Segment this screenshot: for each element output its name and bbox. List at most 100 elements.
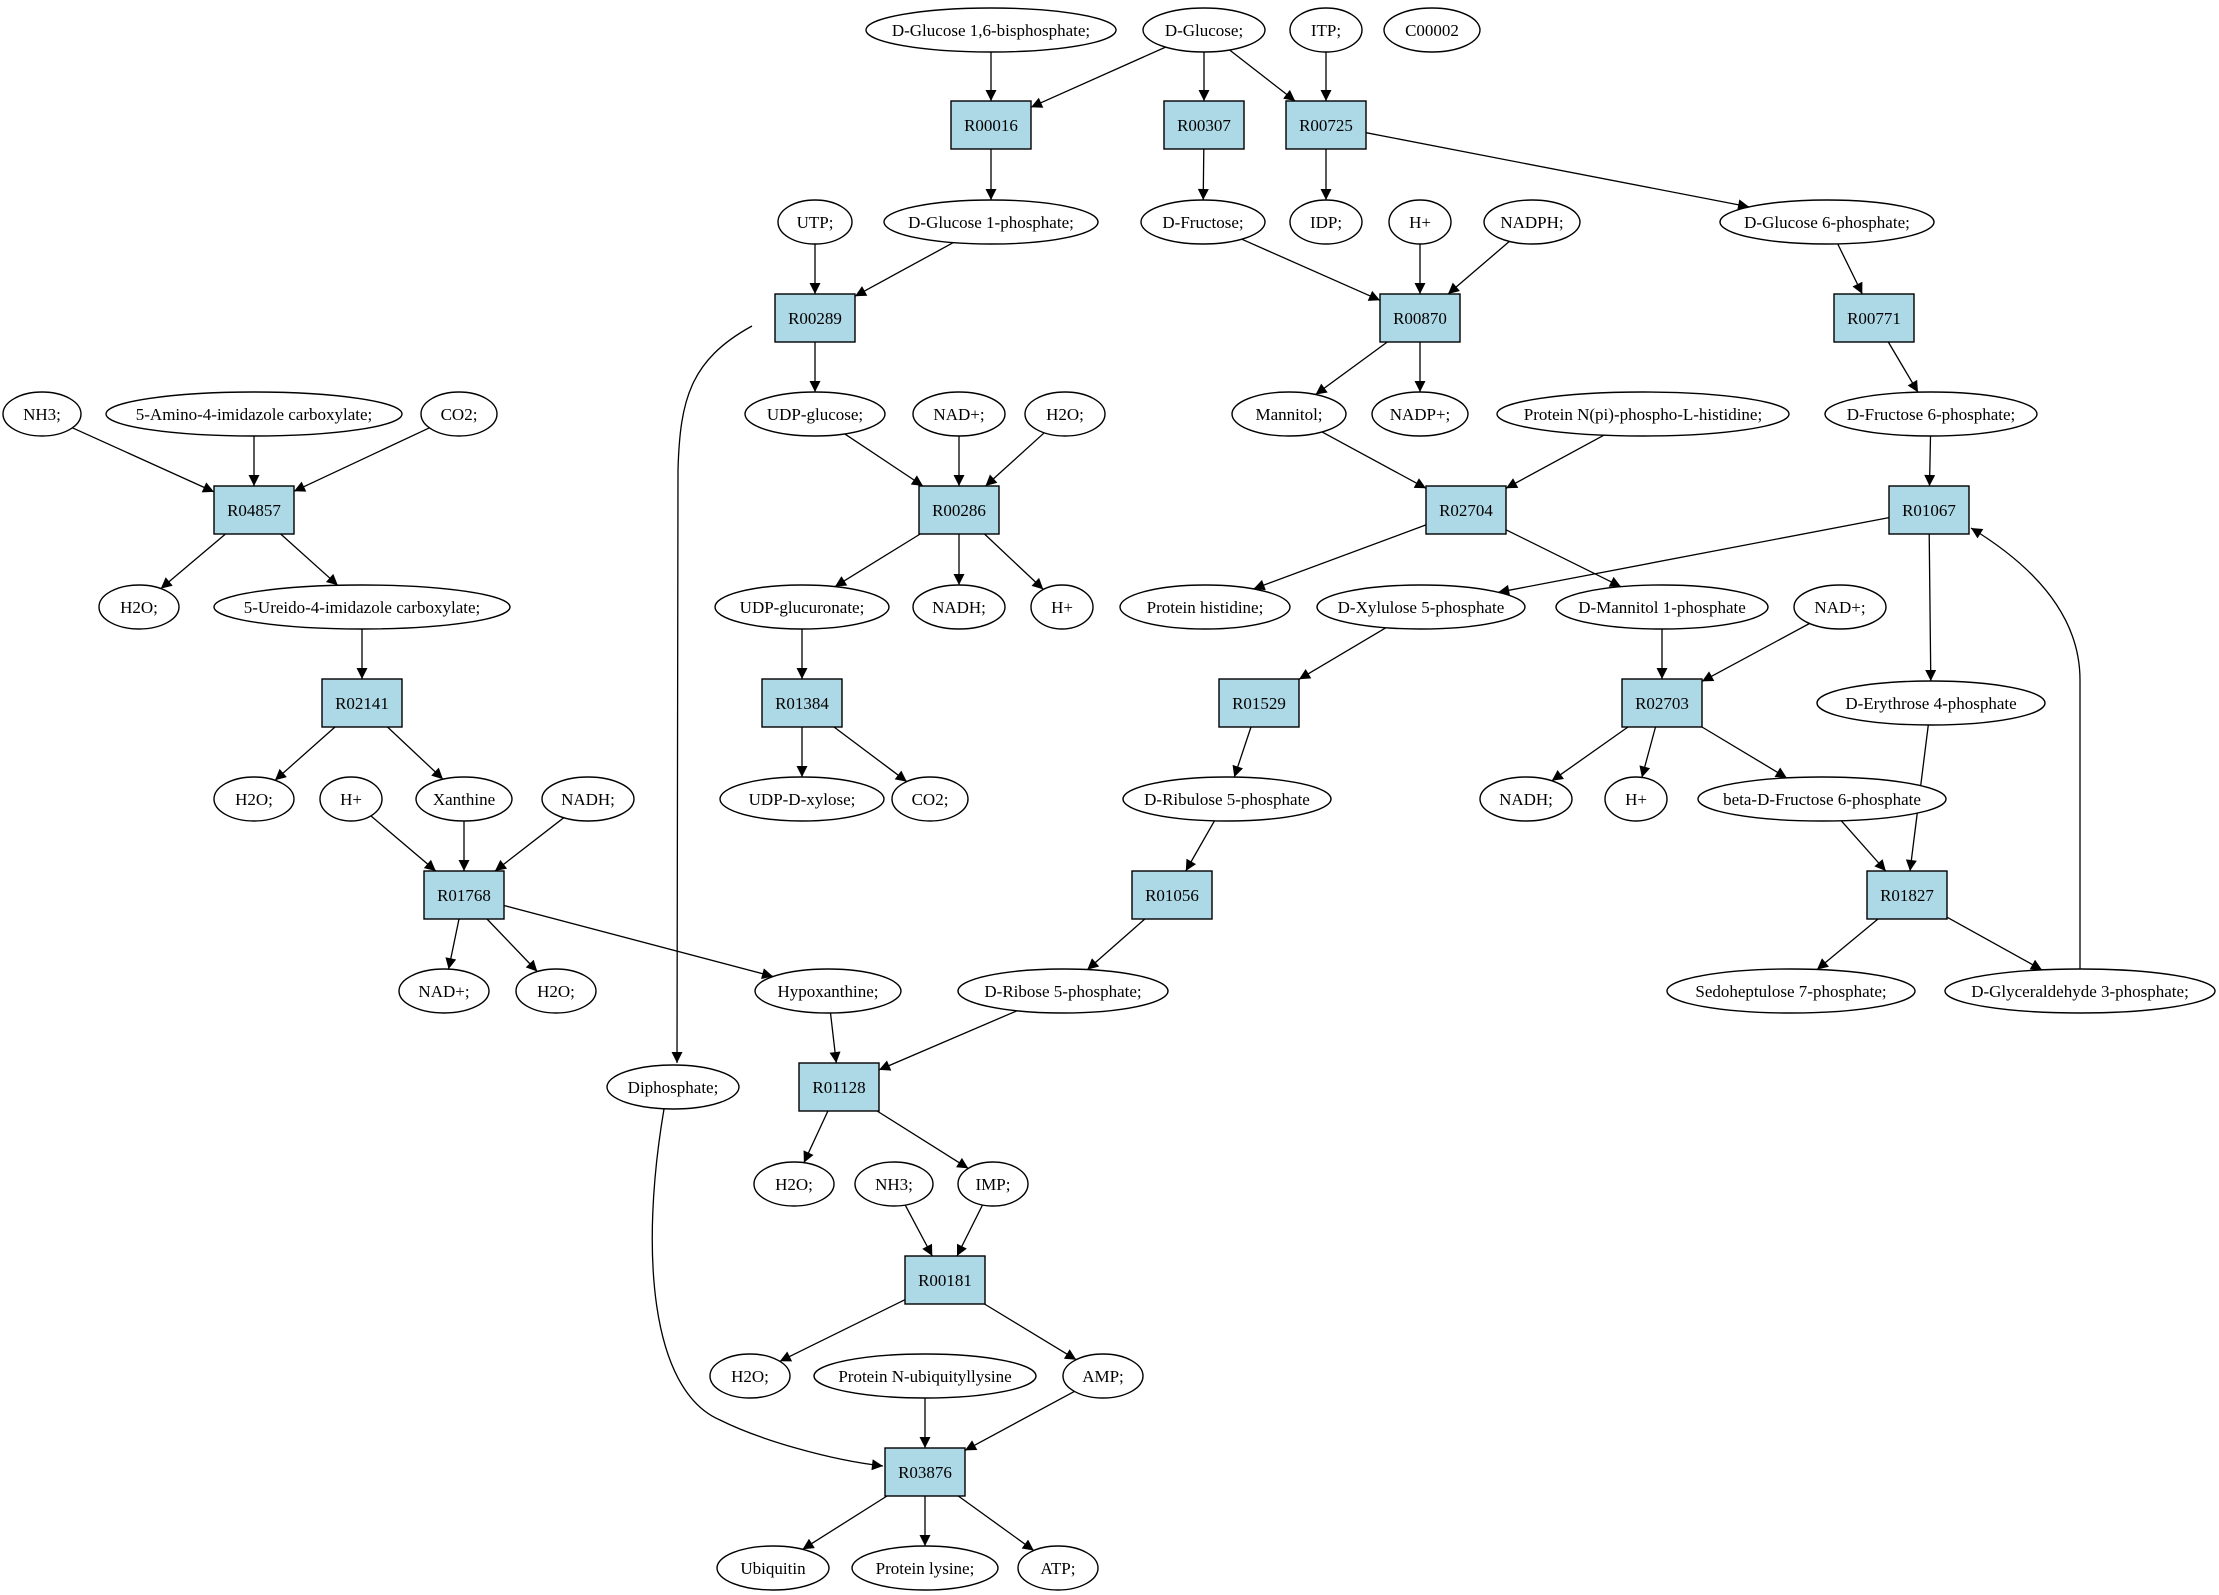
compound-node-e4p[interactable]: D-Erythrose 4-phosphate [1816,680,2046,726]
reaction-node-R01067[interactable]: R01067 [1888,485,1970,535]
compound-node-udpglcua[interactable]: UDP-glucuronate; [714,584,890,630]
compound-node-glc[interactable]: D-Glucose; [1142,7,1266,53]
compound-node-hplus2[interactable]: H+ [1030,584,1094,630]
compound-node-r5p[interactable]: D-Ribose 5-phosphate; [957,968,1169,1014]
compound-node-c00002[interactable]: C00002 [1383,7,1481,53]
compound-node-xu5p[interactable]: D-Xylulose 5-phosphate [1316,584,1526,630]
compound-node-nad2[interactable]: NAD+; [1793,584,1887,630]
compound-node-nadph[interactable]: NADPH; [1483,199,1581,245]
compound-node-idp[interactable]: IDP; [1289,199,1363,245]
reaction-node-R03876[interactable]: R03876 [884,1447,966,1497]
compound-ellipse [98,584,180,630]
reaction-node-R01056[interactable]: R01056 [1131,870,1213,920]
compound-node-ru5p[interactable]: D-Ribulose 5-phosphate [1122,776,1332,822]
compound-node-h2o2[interactable]: H2O; [98,584,180,630]
node-label: D-Ribose 5-phosphate; [984,982,1141,1001]
reaction-node-R02141[interactable]: R02141 [321,678,403,728]
edge-R00870-to-mannitol [1315,341,1388,396]
compound-node-prothis[interactable]: Protein histidine; [1119,584,1291,630]
reaction-node-R01529[interactable]: R01529 [1218,678,1300,728]
reaction-node-R00286[interactable]: R00286 [918,485,1000,535]
reaction-node-R00725[interactable]: R00725 [1285,100,1367,150]
edge-nadh2-to-R01768 [494,817,565,872]
node-label: Hypoxanthine; [777,982,878,1001]
compound-node-m1p[interactable]: D-Mannitol 1-phosphate [1555,584,1769,630]
compound-node-s7p[interactable]: Sedoheptulose 7-phosphate; [1666,968,1916,1014]
node-label: NADH; [932,598,986,617]
compound-node-g1p[interactable]: D-Glucose 1-phosphate; [883,199,1099,245]
compound-node-nh3a[interactable]: NH3; [2,391,82,437]
compound-node-aic[interactable]: 5-Amino-4-imidazole carboxylate; [105,391,403,437]
compound-node-uic[interactable]: 5-Ureido-4-imidazole carboxylate; [213,584,511,630]
compound-node-nadh2[interactable]: NADH; [541,776,635,822]
reaction-node-R04857[interactable]: R04857 [213,485,295,535]
compound-node-hplus4[interactable]: H+ [1604,776,1668,822]
compound-node-pnhis[interactable]: Protein N(pi)-phospho-L-histidine; [1496,391,1790,437]
reaction-box [1379,293,1461,343]
edge-R00181-to-amp [984,1303,1077,1361]
reaction-node-R02703[interactable]: R02703 [1621,678,1703,728]
reaction-node-R02704[interactable]: R02704 [1425,485,1507,535]
compound-node-fru[interactable]: D-Fructose; [1140,199,1266,245]
compound-node-pnubq[interactable]: Protein N-ubiquityllysine [813,1353,1037,1399]
compound-node-udpglc[interactable]: UDP-glucose; [744,391,886,437]
edge-R01827-to-gap [1946,916,2043,971]
node-label: UDP-glucuronate; [740,598,865,617]
compound-node-h2o4[interactable]: H2O; [515,968,597,1014]
compound-node-nadh3[interactable]: NADH; [1479,776,1573,822]
compound-node-nadh1[interactable]: NADH; [912,584,1006,630]
compound-node-h2o1[interactable]: H2O; [1024,391,1106,437]
compound-ellipse [719,776,885,822]
compound-node-xanthine[interactable]: Xanthine [415,776,513,822]
reaction-node-R01827[interactable]: R01827 [1866,870,1948,920]
compound-node-g6p[interactable]: D-Glucose 6-phosphate; [1719,199,1935,245]
edge-g6p-to-R00771 [1837,243,1863,295]
compound-node-imp[interactable]: IMP; [957,1161,1029,1207]
compound-node-hplus3[interactable]: H+ [319,776,383,822]
edge-nh3a-to-R04857 [72,427,215,493]
compound-node-g16bp[interactable]: D-Glucose 1,6-bisphosphate; [865,7,1117,53]
reaction-node-R00870[interactable]: R00870 [1379,293,1461,343]
compound-node-nh3b[interactable]: NH3; [854,1161,934,1207]
compound-node-udpxyl[interactable]: UDP-D-xylose; [719,776,885,822]
compound-node-nad3[interactable]: NAD+; [398,968,490,1014]
node-label: R03876 [898,1463,952,1482]
compound-node-h2o6[interactable]: H2O; [709,1353,791,1399]
reaction-box [950,100,1032,150]
reaction-node-R01384[interactable]: R01384 [761,678,843,728]
node-label: UTP; [797,213,834,232]
edge-R01128-to-imp [876,1110,969,1169]
compound-node-amp[interactable]: AMP; [1062,1353,1144,1399]
edge-R02703-to-nadh3 [1551,726,1629,782]
compound-node-ubq[interactable]: Ubiquitin [716,1545,830,1591]
compound-node-itp[interactable]: ITP; [1289,7,1363,53]
node-label: D-Erythrose 4-phosphate [1845,694,2016,713]
reaction-node-R01128[interactable]: R01128 [798,1062,880,1112]
compound-node-bf6p[interactable]: beta-D-Fructose 6-phosphate [1697,776,1947,822]
reaction-node-R00771[interactable]: R00771 [1833,293,1915,343]
compound-node-nad1[interactable]: NAD+; [912,391,1006,437]
compound-node-gap[interactable]: D-Glyceraldehyde 3-phosphate; [1944,968,2216,1014]
compound-node-hplus1[interactable]: H+ [1388,199,1452,245]
compound-node-utp[interactable]: UTP; [777,199,853,245]
compound-node-plys[interactable]: Protein lysine; [851,1545,999,1591]
compound-node-h2o3[interactable]: H2O; [213,776,295,822]
compound-node-diphos[interactable]: Diphosphate; [606,1064,740,1110]
compound-ellipse [515,968,597,1014]
compound-node-h2o5[interactable]: H2O; [753,1161,835,1207]
reaction-node-R00181[interactable]: R00181 [904,1255,986,1305]
reaction-node-R01768[interactable]: R01768 [423,870,505,920]
reaction-node-R00016[interactable]: R00016 [950,100,1032,150]
compound-node-co2a[interactable]: CO2; [420,391,498,437]
edge-R01768-to-nad3 [445,918,460,970]
compound-node-nadp[interactable]: NADP+; [1371,391,1469,437]
reaction-node-R00289[interactable]: R00289 [774,293,856,343]
reaction-node-R00307[interactable]: R00307 [1163,100,1245,150]
compound-node-mannitol[interactable]: Mannitol; [1231,391,1347,437]
compound-node-f6p[interactable]: D-Fructose 6-phosphate; [1824,391,2038,437]
compound-node-atp[interactable]: ATP; [1017,1545,1099,1591]
compound-node-hypox[interactable]: Hypoxanthine; [754,968,902,1014]
compound-node-co2b[interactable]: CO2; [891,776,969,822]
compound-ellipse [606,1064,740,1110]
edge-R01529-to-ru5p [1232,726,1252,778]
